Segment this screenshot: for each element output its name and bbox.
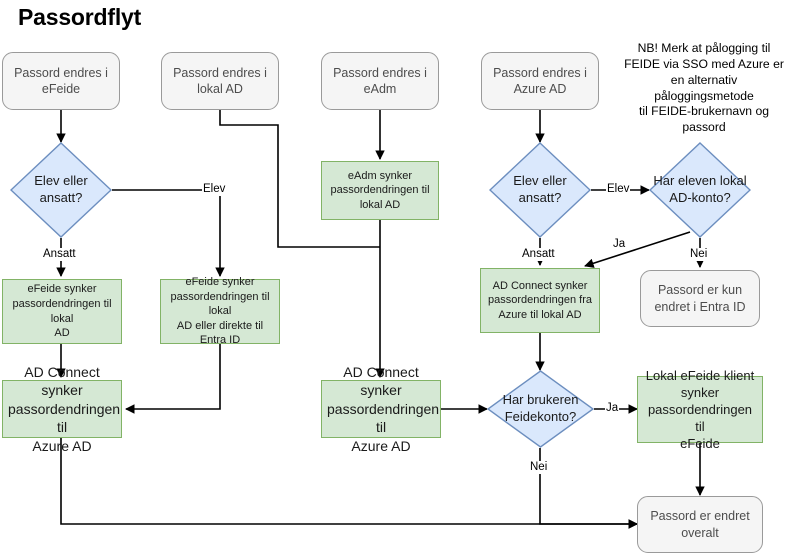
- edge-label-ansatt-azure: Ansatt: [521, 248, 556, 261]
- node-proc-adconnect-fra-azure-til-lokal-ad[interactable]: AD Connect synker passordendringen fra A…: [480, 268, 600, 333]
- node-proc-lokal-efeide-klient[interactable]: Lokal eFeide klient synker passordendrin…: [637, 368, 763, 451]
- edge-label-nei-feide: Nei: [529, 461, 549, 474]
- edge-label-elev-left: Elev: [202, 183, 227, 196]
- node-label: AD Connect synker passordendringen til A…: [327, 363, 440, 454]
- decision-har-eleven-lokal-ad-konto[interactable]: Har eleven lokal AD-konto?: [649, 142, 751, 238]
- edge-elev-to-efeide-entra: [112, 189, 225, 277]
- edge-label-ja-lokal-ad: Ja: [612, 238, 627, 251]
- node-label: AD Connect synker passordendringen fra A…: [488, 279, 592, 321]
- node-label: Passord endres i lokal AD: [173, 65, 267, 97]
- node-label: eFeide synker passordendringen til lokal…: [170, 276, 270, 347]
- edge-label-ja-feide: Ja: [605, 402, 620, 415]
- node-label: AD Connect synker passordendringen til A…: [8, 363, 121, 454]
- node-start-passord-endres-azure-ad[interactable]: Passord endres i Azure AD: [481, 52, 599, 110]
- node-proc-adconnect-azure-left[interactable]: AD Connect synker passordendringen til A…: [2, 364, 122, 454]
- decision-har-brukeren-feidekonto[interactable]: Har brukeren Feidekonto?: [487, 370, 594, 448]
- node-start-passord-endres-efeide[interactable]: Passord endres i eFeide: [2, 52, 120, 110]
- edge-entra-box-to-adconnect: [125, 344, 221, 414]
- node-proc-adconnect-azure-mid[interactable]: AD Connect synker passordendringen til A…: [321, 364, 441, 454]
- node-end-passord-endret-overalt[interactable]: Passord er endret overalt: [637, 496, 763, 553]
- node-label: Passord er kun endret i Entra ID: [654, 283, 746, 314]
- node-label: Passord endres i Azure AD: [493, 65, 587, 97]
- node-label: eFeide synker passordendringen til lokal…: [12, 283, 112, 340]
- node-start-passord-endres-lokal-ad[interactable]: Passord endres i lokal AD: [161, 52, 279, 110]
- decision-elev-eller-ansatt-azure[interactable]: Elev eller ansatt?: [489, 142, 591, 238]
- node-label: Passord endres i eFeide: [14, 65, 108, 97]
- node-end-passord-kun-entra-id[interactable]: Passord er kun endret i Entra ID: [640, 270, 760, 327]
- node-proc-efeide-synker-lokal-ad[interactable]: eFeide synker passordendringen til lokal…: [2, 279, 122, 344]
- note-sso-feide: NB! Merk at pålogging til FEIDE via SSO …: [624, 41, 784, 135]
- node-label: Har eleven lokal AD-konto?: [653, 173, 747, 205]
- node-start-passord-endres-eadm[interactable]: Passord endres i eAdm: [321, 52, 439, 110]
- node-label: eAdm synker passordendringen til lokal A…: [330, 169, 430, 211]
- decision-elev-eller-ansatt-efeide[interactable]: Elev eller ansatt?: [10, 142, 112, 238]
- node-label: Passord endres i eAdm: [333, 65, 427, 97]
- edge-label-nei-lokal-ad: Nei: [689, 248, 709, 261]
- edge-label-elev-azure: Elev: [606, 183, 631, 196]
- page-title: Passordflyt: [18, 4, 142, 30]
- edge-nei-to-overalt: [539, 448, 638, 529]
- node-proc-efeide-synker-entra-id[interactable]: eFeide synker passordendringen til lokal…: [160, 276, 280, 346]
- node-label: Har brukeren Feidekonto?: [502, 392, 579, 424]
- diamond-shape: [487, 370, 594, 448]
- node-label: Passord er endret overalt: [650, 509, 750, 540]
- node-label: Lokal eFeide klient synker passordendrin…: [645, 367, 755, 452]
- diamond-shape: [10, 142, 112, 238]
- diamond-shape: [489, 142, 591, 238]
- node-proc-eadm-synker[interactable]: eAdm synker passordendringen til lokal A…: [321, 161, 439, 220]
- diamond-shape: [649, 142, 751, 238]
- edge-label-ansatt-left: Ansatt: [42, 248, 77, 261]
- node-label: Elev eller ansatt?: [513, 173, 567, 205]
- node-label: Elev eller ansatt?: [34, 173, 88, 205]
